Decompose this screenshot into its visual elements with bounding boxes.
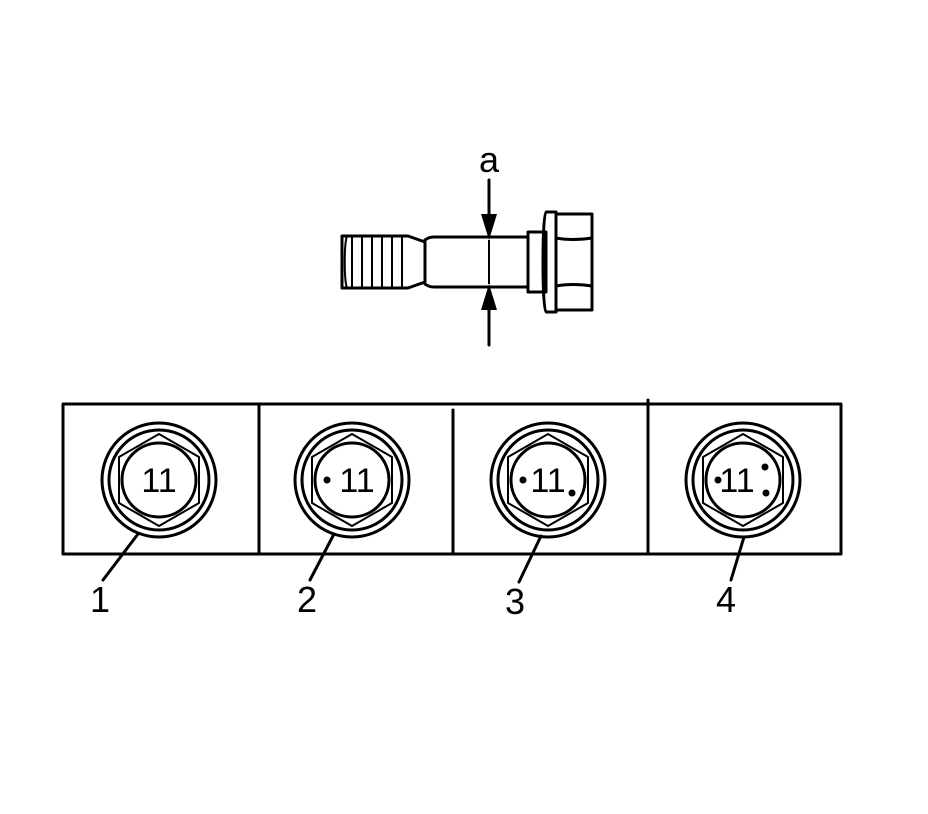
grade-dot — [519, 476, 527, 484]
bolt-head-4: 11 — [684, 421, 802, 539]
bolt-head-3: 11 — [489, 421, 607, 539]
grade-dot — [714, 476, 722, 484]
head-marking-3: 11 — [530, 462, 565, 500]
grade-dot — [762, 489, 770, 497]
head-marking-2: 11 — [339, 462, 374, 500]
leader-line-4 — [729, 535, 746, 582]
bolt-hex-head — [554, 212, 594, 312]
bolt-shank — [423, 235, 530, 289]
bolt-head-2: 11 — [293, 421, 411, 539]
diameter-dimension-arrows — [481, 178, 497, 347]
head-marking-4: 11 — [719, 462, 754, 500]
grade-dot — [323, 476, 331, 484]
head-marking-table — [61, 398, 843, 556]
bolt-flange — [526, 210, 558, 314]
bolt-side-view: a — [340, 139, 594, 347]
head-marking-1: 11 — [141, 462, 176, 500]
callout-1: 1 — [90, 579, 110, 620]
leader-line-3 — [517, 534, 543, 584]
callout-2: 2 — [297, 579, 317, 620]
callout-3: 3 — [505, 581, 525, 622]
dimension-label: a — [479, 139, 500, 180]
leader-line-2 — [308, 532, 336, 582]
grade-dot — [568, 489, 576, 497]
leader-line-1 — [101, 532, 140, 582]
grade-dot — [761, 463, 769, 471]
bolt-head-1: 11 — [100, 421, 218, 539]
bolt-thread — [340, 234, 427, 290]
callout-4: 4 — [716, 579, 736, 620]
